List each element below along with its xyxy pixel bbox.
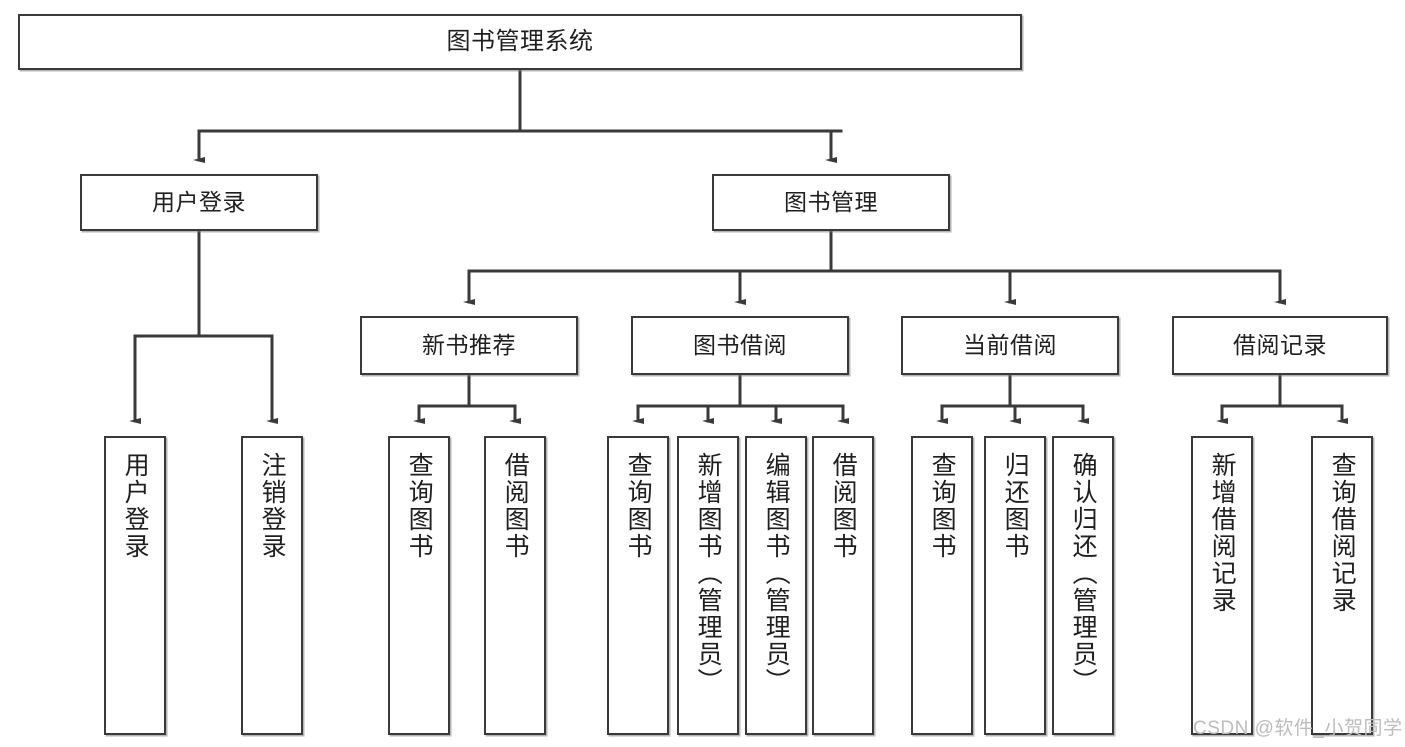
node-root-label: 图书管理系统: [446, 27, 594, 55]
node-leaf-borrow-book-2[interactable]: 借阅图书: [812, 436, 874, 735]
node-leaf-add-record[interactable]: 新增借阅记录: [1191, 436, 1253, 735]
node-new-book-recommend-label: 新书推荐: [422, 332, 516, 359]
node-leaf-borrow-book-2-label: 借阅图书: [829, 452, 858, 560]
csdn-watermark: CSDN @软件_小贺同学: [1193, 718, 1403, 739]
node-leaf-query-book-3[interactable]: 查询图书: [911, 436, 973, 735]
node-leaf-edit-book[interactable]: 编辑图书（管理员）: [745, 436, 807, 735]
node-new-book-recommend[interactable]: 新书推荐: [360, 316, 578, 375]
node-leaf-query-book-1-label: 查询图书: [405, 452, 434, 560]
node-leaf-edit-book-label: 编辑图书（管理员）: [762, 452, 791, 695]
node-user-login-label: 用户登录: [152, 189, 246, 216]
node-leaf-query-book-2-label: 查询图书: [624, 452, 653, 560]
node-book-borrow-label: 图书借阅: [693, 332, 787, 359]
node-leaf-user-logout[interactable]: 注销登录: [241, 436, 303, 735]
node-leaf-user-login-label: 用户登录: [121, 452, 150, 560]
node-current-borrow-label: 当前借阅: [963, 332, 1057, 359]
node-leaf-return-book-label: 归还图书: [1001, 452, 1030, 560]
node-leaf-add-book-label: 新增图书（管理员）: [694, 452, 723, 695]
node-book-borrow[interactable]: 图书借阅: [631, 316, 849, 375]
node-leaf-return-book[interactable]: 归还图书: [984, 436, 1046, 735]
node-root[interactable]: 图书管理系统: [18, 14, 1022, 70]
node-leaf-borrow-book-1[interactable]: 借阅图书: [484, 436, 546, 735]
node-user-login[interactable]: 用户登录: [80, 174, 318, 231]
node-borrow-record-label: 借阅记录: [1233, 332, 1327, 359]
node-leaf-confirm-return[interactable]: 确认归还（管理员）: [1052, 436, 1114, 735]
node-leaf-query-book-2[interactable]: 查询图书: [607, 436, 669, 735]
node-current-borrow[interactable]: 当前借阅: [901, 316, 1119, 375]
node-leaf-query-record[interactable]: 查询借阅记录: [1311, 436, 1373, 735]
node-book-management-label: 图书管理: [784, 189, 878, 216]
node-leaf-user-logout-label: 注销登录: [258, 452, 287, 560]
node-leaf-add-book[interactable]: 新增图书（管理员）: [677, 436, 739, 735]
node-book-management[interactable]: 图书管理: [712, 174, 950, 231]
node-leaf-query-book-1[interactable]: 查询图书: [388, 436, 450, 735]
node-borrow-record[interactable]: 借阅记录: [1172, 316, 1388, 375]
node-leaf-borrow-book-1-label: 借阅图书: [501, 452, 530, 560]
node-leaf-confirm-return-label: 确认归还（管理员）: [1069, 452, 1098, 695]
node-leaf-add-record-label: 新增借阅记录: [1208, 452, 1237, 614]
node-leaf-user-login[interactable]: 用户登录: [104, 436, 166, 735]
node-leaf-query-book-3-label: 查询图书: [928, 452, 957, 560]
node-leaf-query-record-label: 查询借阅记录: [1328, 452, 1357, 614]
